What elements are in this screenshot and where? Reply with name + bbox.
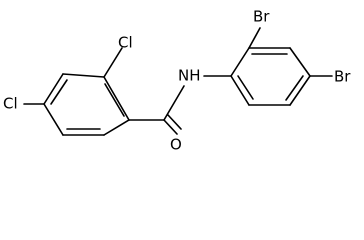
atom-label-cl-para: Cl	[3, 95, 18, 113]
bond	[103, 76, 130, 121]
dibromophenyl-ring	[230, 47, 311, 106]
bond	[103, 119, 130, 136]
dichlorophenyl-ring	[43, 73, 130, 136]
atom-label-br-ortho: Br	[253, 8, 270, 26]
bond	[289, 47, 311, 77]
aromatic-double-bond	[50, 79, 68, 105]
bond-c-cl-ortho	[103, 47, 123, 78]
amide-group	[128, 75, 232, 135]
bond	[62, 73, 105, 78]
bond-carbonyl-o	[163, 119, 178, 135]
atom-label-br-para: Br	[334, 68, 351, 86]
atom-label-o: O	[170, 136, 182, 154]
bond	[230, 75, 250, 106]
bond-c-br-ortho	[248, 27, 261, 49]
aromatic-double-bond	[104, 83, 125, 117]
atom-label-cl-ortho: Cl	[118, 34, 133, 52]
aromatic-double-bond	[285, 75, 304, 101]
bond	[289, 75, 311, 106]
bond	[43, 73, 64, 105]
atom-label-nh: NH	[178, 67, 201, 85]
aromatic-double-bond	[237, 75, 254, 100]
bond-carbonyl-o-double	[167, 114, 182, 130]
bond	[43, 103, 64, 136]
bond	[230, 47, 250, 77]
bond-carbonyl-n	[163, 85, 185, 121]
molecule-structure: Cl Cl NH O Br Br	[3, 8, 351, 154]
